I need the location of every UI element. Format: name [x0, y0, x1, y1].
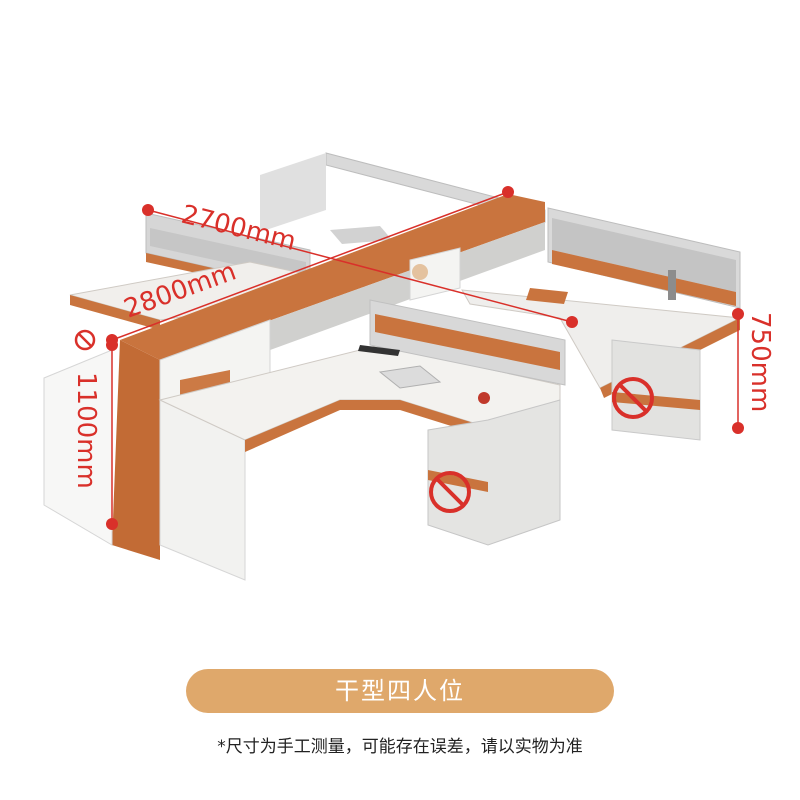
not-included-icon: [429, 471, 471, 513]
dimension-height-total-label: 1100mm: [71, 372, 101, 489]
back-right-screen: [547, 207, 741, 309]
front-desk: [158, 299, 566, 452]
front-side-panel: [43, 349, 246, 581]
dimension-height-desk-label: 750mm: [745, 312, 775, 412]
product-type-label: 干型四人位: [186, 669, 614, 713]
dimension-height-total: [106, 339, 118, 530]
not-included-icon: [612, 377, 654, 419]
dimension-height-desk: [732, 308, 744, 434]
not-included-icon: [74, 329, 96, 351]
measurement-disclaimer: *尺寸为手工测量，可能存在误差，请以实物为准: [217, 737, 583, 757]
workstation-illustration: 2700mm 2800mm 1100mm 750mm: [43, 152, 775, 581]
dimension-width: [142, 204, 578, 328]
